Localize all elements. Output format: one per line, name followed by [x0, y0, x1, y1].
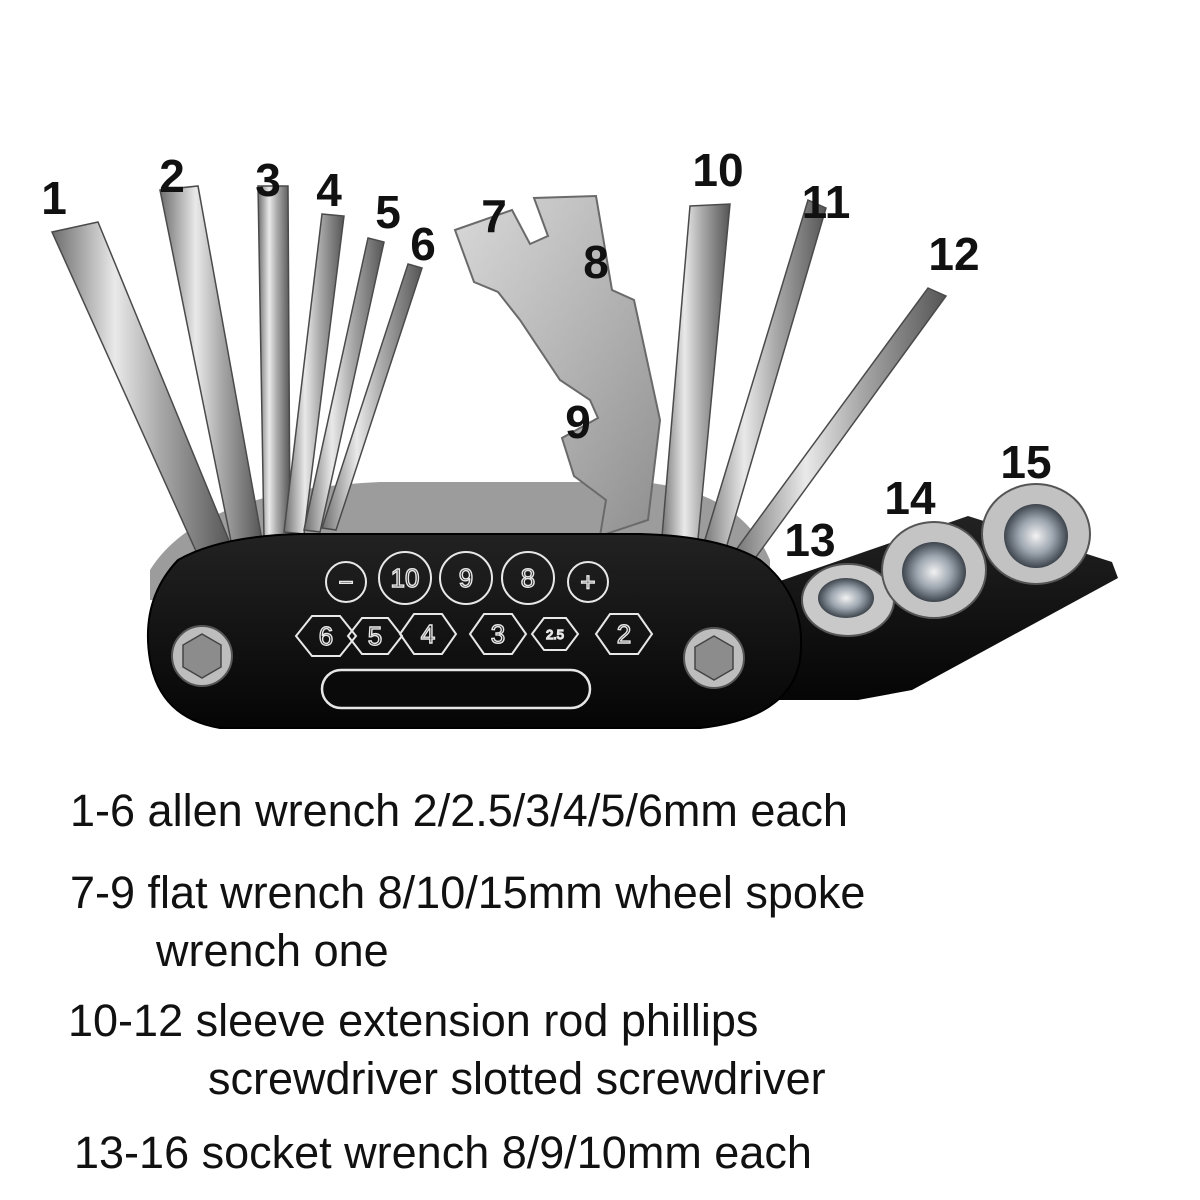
- tool-number-8: 8: [583, 236, 609, 288]
- tool-numbers: 1 2 3 4 5 6 7 8 9 10 11 12 13 14 15: [41, 144, 1051, 566]
- tool-number-2: 2: [159, 150, 185, 202]
- mark-4: 4: [421, 619, 435, 649]
- mark-minus: −: [338, 567, 353, 597]
- description-socket-wrench: 13-16 socket wrench 8/9/10mm each: [74, 1127, 812, 1178]
- mark-2-5: 2.5: [546, 627, 564, 642]
- mark-10: 10: [391, 563, 420, 593]
- tool-number-15: 15: [1000, 436, 1051, 488]
- tool-number-10: 10: [692, 144, 743, 196]
- description-allen-wrench: 1-6 allen wrench 2/2.5/3/4/5/6mm each: [70, 785, 848, 836]
- right-bolt: [683, 627, 745, 689]
- allen-key-6: [321, 263, 423, 531]
- mark-2: 2: [617, 619, 631, 649]
- left-bolt: [171, 625, 233, 687]
- mark-5: 5: [368, 621, 382, 651]
- tool-number-12: 12: [928, 228, 979, 280]
- tool-number-11: 11: [802, 176, 851, 228]
- mark-plus: +: [580, 567, 595, 597]
- tool-number-13: 13: [784, 514, 835, 566]
- body-slot: [320, 668, 592, 710]
- tool-number-6: 6: [410, 218, 436, 270]
- tool-body: [146, 533, 803, 729]
- tool-number-14: 14: [884, 472, 936, 524]
- tool-number-9: 9: [565, 396, 591, 448]
- socket-15: [981, 483, 1091, 585]
- description-sleeve-rod: 10-12 sleeve extension rod phillips: [68, 995, 759, 1046]
- body-markings-bottom: 6 5 4 3 2.5 2: [294, 613, 654, 657]
- mark-8: 8: [521, 563, 535, 593]
- allen-key-3: [257, 185, 291, 539]
- socket-14: [881, 521, 987, 619]
- tool-number-4: 4: [316, 164, 342, 216]
- mark-9: 9: [459, 563, 473, 593]
- description-flat-wrench: 7-9 flat wrench 8/10/15mm wheel spoke: [70, 867, 866, 918]
- mark-3: 3: [491, 619, 505, 649]
- tool-number-3: 3: [255, 154, 281, 206]
- tool-number-7: 7: [481, 190, 507, 242]
- description-flat-wrench-cont: wrench one: [156, 925, 389, 976]
- body-markings-top: − 10 9 8 +: [325, 551, 609, 605]
- tool-number-1: 1: [41, 172, 67, 224]
- mark-6: 6: [319, 621, 333, 651]
- socket-13: [801, 563, 895, 637]
- allen-keys: [50, 185, 423, 561]
- description-sleeve-rod-cont: screwdriver slotted screwdriver: [208, 1053, 826, 1104]
- tool-number-5: 5: [375, 186, 401, 238]
- allen-key-5: [303, 237, 385, 533]
